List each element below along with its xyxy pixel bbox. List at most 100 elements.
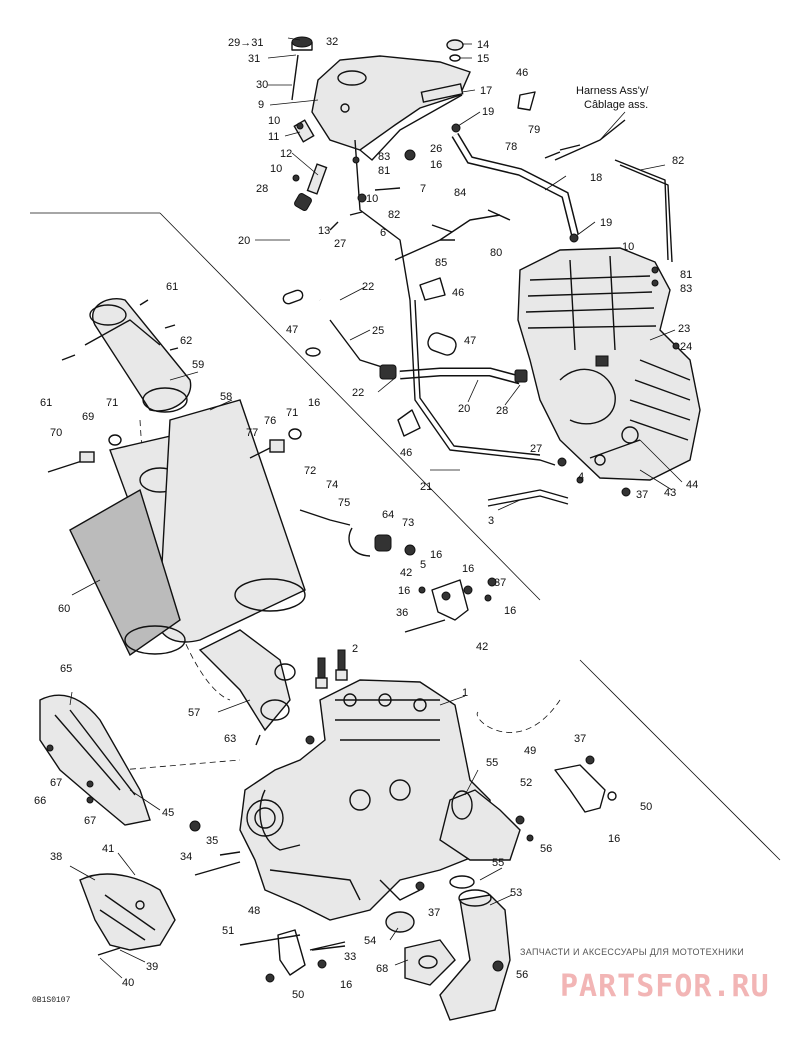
callout-44: 44 <box>686 479 698 491</box>
callout-60: 60 <box>58 603 70 615</box>
callout-16-top: 16 <box>430 159 442 171</box>
callout-20-low: 20 <box>458 403 470 415</box>
callout-69: 69 <box>82 411 94 423</box>
callout-20-top: 20 <box>238 235 250 247</box>
callout-40: 40 <box>122 977 134 989</box>
callout-24: 24 <box>680 341 692 353</box>
callout-46-top: 46 <box>516 67 528 79</box>
callout-37-low: 37 <box>428 907 440 919</box>
callout-63: 63 <box>224 733 236 745</box>
callout-56-a: 56 <box>540 843 552 855</box>
callout-45: 45 <box>162 807 174 819</box>
dipstick <box>291 54 299 101</box>
callout-10-a: 10 <box>268 115 280 127</box>
callout-27-low: 27 <box>530 443 542 455</box>
callout-81-b: 81 <box>680 269 692 281</box>
callout-49: 49 <box>524 745 536 757</box>
callout-14: 14 <box>477 39 489 51</box>
muffler-bolts <box>47 299 302 473</box>
callout-15: 15 <box>477 53 489 65</box>
engine-lower <box>239 679 491 921</box>
callout-46-mid: 46 <box>452 287 464 299</box>
callout-22-b: 22 <box>352 387 364 399</box>
harness-note-line1: Harness Ass'y/ <box>576 85 649 97</box>
callout-82-top: 82 <box>672 155 684 167</box>
callout-37-top: 37 <box>636 489 648 501</box>
callout-30: 30 <box>256 79 268 91</box>
tank-strap <box>420 83 464 103</box>
callout-47-a: 47 <box>286 324 298 336</box>
callout-16-d: 16 <box>504 605 516 617</box>
callout-16-b: 16 <box>462 563 474 575</box>
callout-16-a: 16 <box>430 549 442 561</box>
callout-56-b: 56 <box>516 969 528 981</box>
callout-79: 79 <box>528 124 540 136</box>
watermark-logo: PARTSFOR.RU <box>560 969 770 1004</box>
callout-61-a: 61 <box>166 281 178 293</box>
exhaust-manifold <box>439 789 521 1021</box>
callout-32: 32 <box>326 36 338 48</box>
muffler-packing <box>69 488 186 657</box>
callout-67-a: 67 <box>50 777 62 789</box>
callout-35: 35 <box>206 835 218 847</box>
callout-71-b: 71 <box>286 407 298 419</box>
callout-23: 23 <box>678 323 690 335</box>
muffler-core <box>155 399 306 643</box>
callout-75: 75 <box>338 497 350 509</box>
callout-47-b: 47 <box>464 335 476 347</box>
callout-64: 64 <box>382 509 394 521</box>
callout-19-top: 19 <box>482 106 494 118</box>
callout-83-a: 83 <box>378 151 390 163</box>
callout-70: 70 <box>50 427 62 439</box>
watermark-caption: ЗАПЧАСТИ И АКСЕССУАРЫ ДЛЯ МОТОТЕХНИКИ <box>520 947 744 957</box>
watermark: ЗАПЧАСТИ И АКСЕССУАРЫ ДЛЯ МОТОТЕХНИКИ PA… <box>520 947 770 1004</box>
callout-28-low: 28 <box>496 405 508 417</box>
bracket-lower <box>239 929 346 976</box>
spark-plugs <box>315 649 348 689</box>
hardware <box>46 91 680 983</box>
callout-12: 12 <box>280 148 292 160</box>
callout-59: 59 <box>192 359 204 371</box>
heat-shield-lower <box>79 873 176 951</box>
callout-36: 36 <box>396 607 408 619</box>
muffler-outlet <box>84 298 192 413</box>
callout-76: 76 <box>264 415 276 427</box>
callout-37-mid: 37 <box>494 577 506 589</box>
callout-16-c: 16 <box>398 585 410 597</box>
exhaust-pipe <box>198 629 296 746</box>
engine-mount-bolt <box>589 439 641 459</box>
callout-2: 2 <box>352 643 358 655</box>
callout-46-low: 46 <box>400 447 412 459</box>
callout-21: 21 <box>420 481 432 493</box>
callout-77: 77 <box>246 427 258 439</box>
leader-lines <box>69 37 683 979</box>
callout-68: 68 <box>376 963 388 975</box>
callout-10-c: 10 <box>366 193 378 205</box>
callout-72: 72 <box>304 465 316 477</box>
fittings <box>293 119 528 383</box>
callout-13: 13 <box>318 225 330 237</box>
callout-74: 74 <box>326 479 338 491</box>
callout-43: 43 <box>664 487 676 499</box>
callout-41: 41 <box>102 843 114 855</box>
callout-50-a: 50 <box>640 801 652 813</box>
callout-25: 25 <box>372 325 384 337</box>
callout-3: 3 <box>488 515 494 527</box>
callout-18: 18 <box>590 172 602 184</box>
callout-82-mid: 82 <box>388 209 400 221</box>
callout-78: 78 <box>505 141 517 153</box>
callout-6: 6 <box>380 227 386 239</box>
callout-54: 54 <box>364 935 376 947</box>
callout-10-b: 10 <box>270 163 282 175</box>
callout-16-f: 16 <box>340 979 352 991</box>
oil-hoses <box>292 119 673 507</box>
callout-65: 65 <box>60 663 72 675</box>
callout-27-top: 27 <box>334 238 346 250</box>
callout-48: 48 <box>248 905 260 917</box>
callout-58: 58 <box>220 391 232 403</box>
harness-note-line2: Câblage ass. <box>584 99 648 111</box>
callout-33: 33 <box>344 951 356 963</box>
callout-53: 53 <box>510 887 522 899</box>
callout-10-d: 10 <box>622 241 634 253</box>
callout-7: 7 <box>420 183 426 195</box>
